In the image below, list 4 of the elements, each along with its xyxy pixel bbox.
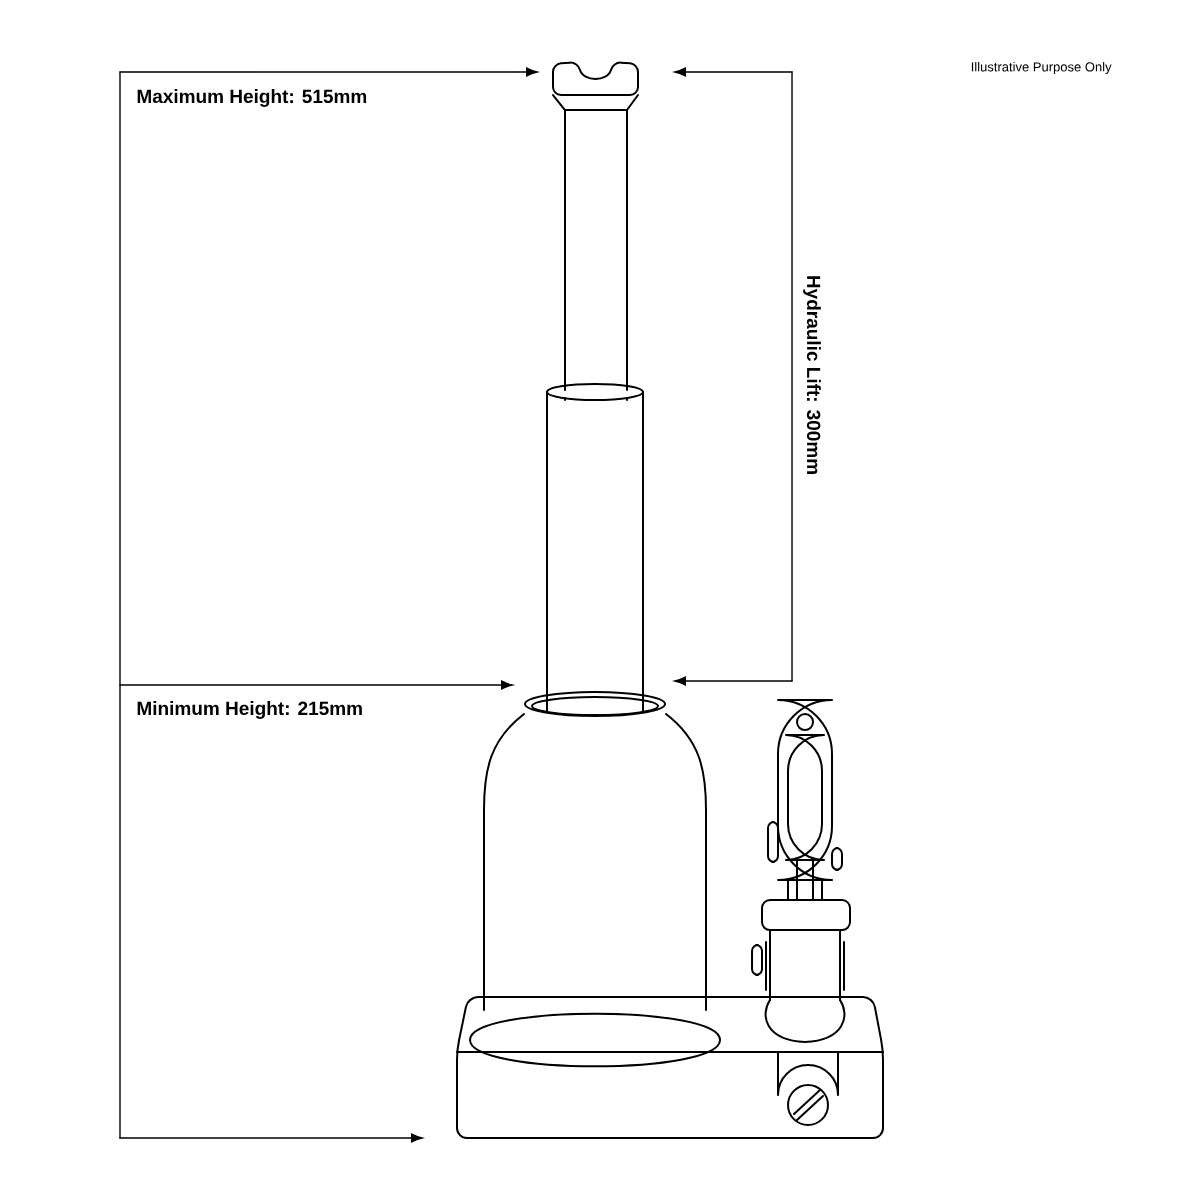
- dimension-label: Minimum Height: 215mm: [137, 701, 362, 719]
- dimension-label: Hydraulic Lift: 300mm: [803, 276, 821, 474]
- note-text: Illustrative Purpose Only: [971, 61, 1112, 75]
- dimension-label: Maximum Height: 515mm: [137, 89, 367, 107]
